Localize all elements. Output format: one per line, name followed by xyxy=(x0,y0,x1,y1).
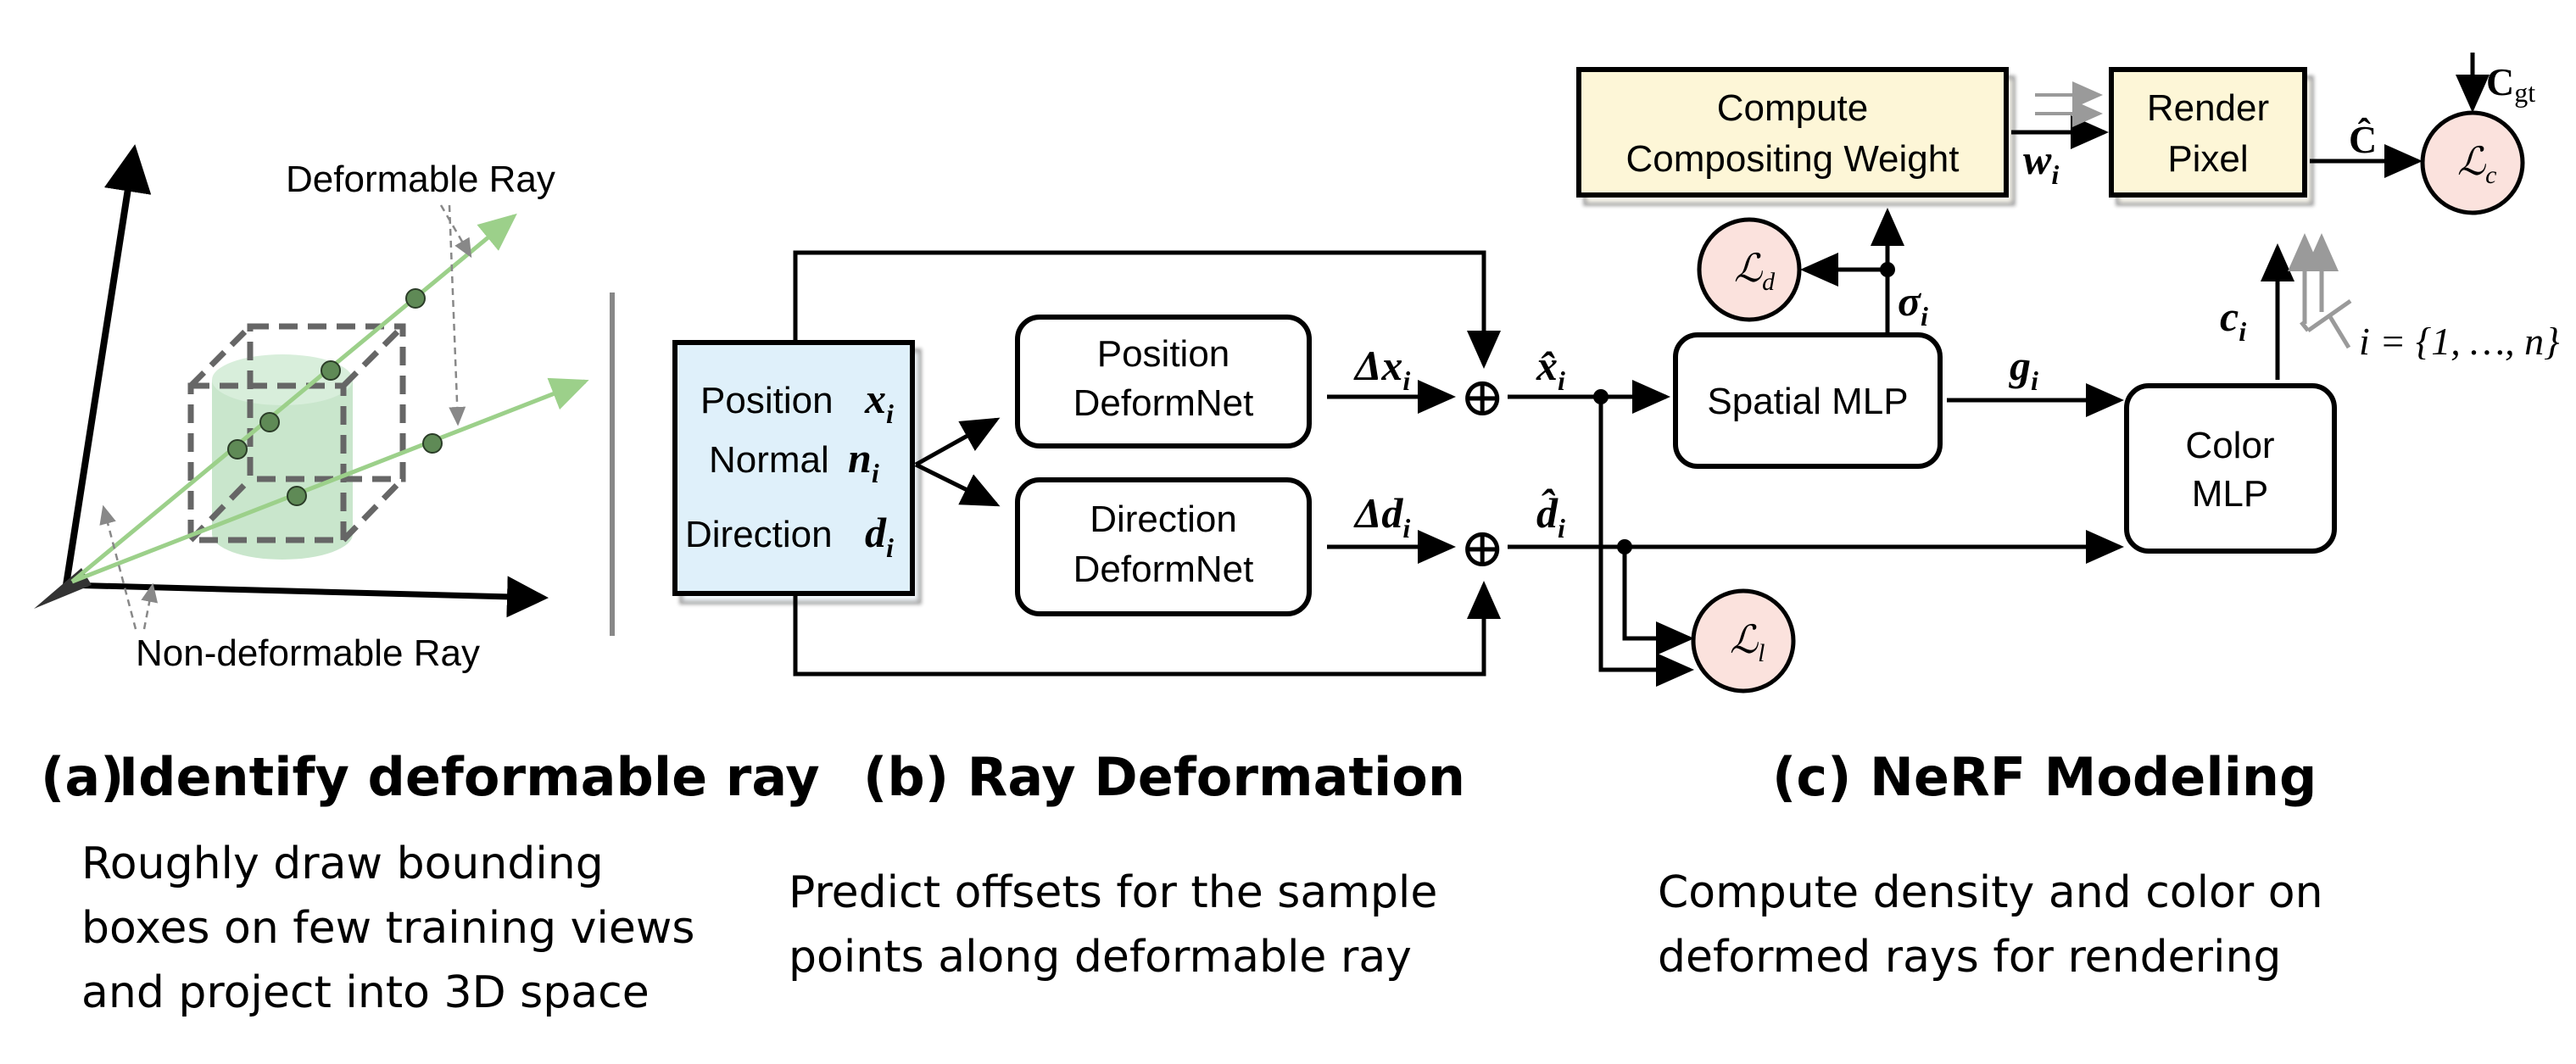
loss-l-label: ℒl xyxy=(1730,618,1765,667)
caption-c: (c) NeRF Modeling Compute density and co… xyxy=(1658,746,2323,983)
bounding-box-cube xyxy=(187,323,406,543)
panel-b-ray-deformation: Position xi Normal ni Direction di Posit… xyxy=(672,250,1505,677)
x-hat-label: x̂i xyxy=(1536,342,1565,396)
x-to-loss-l xyxy=(1598,397,1694,687)
loss-d-label: ℒd xyxy=(1734,247,1776,296)
caption-a-line2: boxes on few training views xyxy=(81,903,694,954)
c-hat-label: Ĉ xyxy=(2349,116,2377,161)
index-set-label: i = {1, …, n} xyxy=(2359,320,2560,363)
color-mlp-line1: Color xyxy=(2185,425,2274,466)
render-line2: Pixel xyxy=(2167,138,2248,180)
caption-c-line2: deformed rays for rendering xyxy=(1658,932,2281,983)
caption-a-line3: and project into 3D space xyxy=(81,967,650,1018)
panel-c-nerf-modeling: x̂i d̂i ℒl Spatial MLP σi ℒd gi Color ML… xyxy=(1508,53,2560,694)
position-deformnet-line1: Position xyxy=(1097,333,1230,375)
input-direction-label: Direction xyxy=(685,514,833,555)
caption-a-tag: (a) xyxy=(41,746,125,808)
input-direction-symbol: di xyxy=(865,509,894,563)
loss-c-label: ℒc xyxy=(2457,140,2496,189)
caption-a-title: Identify deformable ray xyxy=(119,746,820,808)
compositing-line2: Compositing Weight xyxy=(1626,138,1960,180)
position-deformnet-box xyxy=(1015,315,1312,448)
color-mlp-line2: MLP xyxy=(2192,473,2268,515)
deformable-ray-2 xyxy=(71,377,589,584)
caption-c-line1: Compute density and color on xyxy=(1658,867,2323,918)
input-normal-symbol: ni xyxy=(848,434,879,488)
skip-connection-direction xyxy=(793,581,1501,677)
annotation-pointers xyxy=(99,204,472,630)
render-pixel-box xyxy=(2109,67,2307,198)
index-brace xyxy=(2300,298,2352,349)
deformable-ray-1 xyxy=(70,213,517,583)
direction-deformnet-line2: DeformNet xyxy=(1073,549,1254,590)
w-label: wi xyxy=(2023,136,2059,190)
input-position-label: Position xyxy=(700,380,834,421)
loss-l-node xyxy=(1691,588,1796,694)
loss-c-node xyxy=(2420,110,2525,215)
axis-x xyxy=(65,576,549,618)
compositing-weight-box xyxy=(1576,67,2009,198)
sigma-label: σi xyxy=(1898,277,1928,331)
input-position-symbol: xi xyxy=(864,375,894,429)
caption-b-line2: points along deformable ray xyxy=(789,932,1412,983)
spatial-mlp-box xyxy=(1673,332,1943,469)
skip-connection-position xyxy=(793,250,1501,369)
c-label: ci xyxy=(2220,292,2246,347)
fork-arrow-down xyxy=(914,462,1001,507)
input-normal-label: Normal xyxy=(709,439,829,481)
render-line1: Render xyxy=(2147,87,2269,129)
caption-c-title: (c) NeRF Modeling xyxy=(1772,746,2317,808)
sample-points xyxy=(227,288,443,506)
fork-arrow-up xyxy=(914,417,1001,467)
delta-d-label: Δdi xyxy=(1353,489,1410,543)
spatial-mlp-label: Spatial MLP xyxy=(1707,381,1908,422)
axis-y xyxy=(63,144,152,586)
d-hat-label: d̂i xyxy=(1536,488,1565,543)
g-label: gi xyxy=(2009,342,2038,396)
compositing-line1: Compute xyxy=(1717,87,1869,129)
color-mlp-box xyxy=(2124,383,2337,554)
caption-a-line1: Roughly draw bounding xyxy=(81,838,604,889)
delta-x-label: Δxi xyxy=(1353,342,1410,396)
input-box: Position xi Normal ni Direction di xyxy=(672,340,915,596)
loss-d-node xyxy=(1697,217,1802,322)
direction-deformnet-line1: Direction xyxy=(1090,499,1237,540)
c-gt-label: Cgt xyxy=(2486,60,2535,108)
position-deformnet-line2: DeformNet xyxy=(1073,382,1254,424)
direction-deformnet-box xyxy=(1015,477,1312,616)
plus-node-position: ⊕ xyxy=(1459,367,1505,427)
caption-b: (b) Ray Deformation Predict offsets for … xyxy=(789,746,1465,983)
plus-node-direction: ⊕ xyxy=(1459,518,1505,578)
caption-a: (a) Identify deformable ray Roughly draw… xyxy=(41,746,820,1018)
label-deformable-ray: Deformable Ray xyxy=(286,159,555,200)
caption-b-title: (b) Ray Deformation xyxy=(863,746,1465,808)
label-nondeformable-ray: Non-deformable Ray xyxy=(136,632,480,674)
panel-a-3d-scene: Deformable Ray Non-deformable Ray xyxy=(34,144,589,674)
caption-b-line1: Predict offsets for the sample xyxy=(789,867,1437,918)
d-to-loss-l xyxy=(1622,547,1694,655)
